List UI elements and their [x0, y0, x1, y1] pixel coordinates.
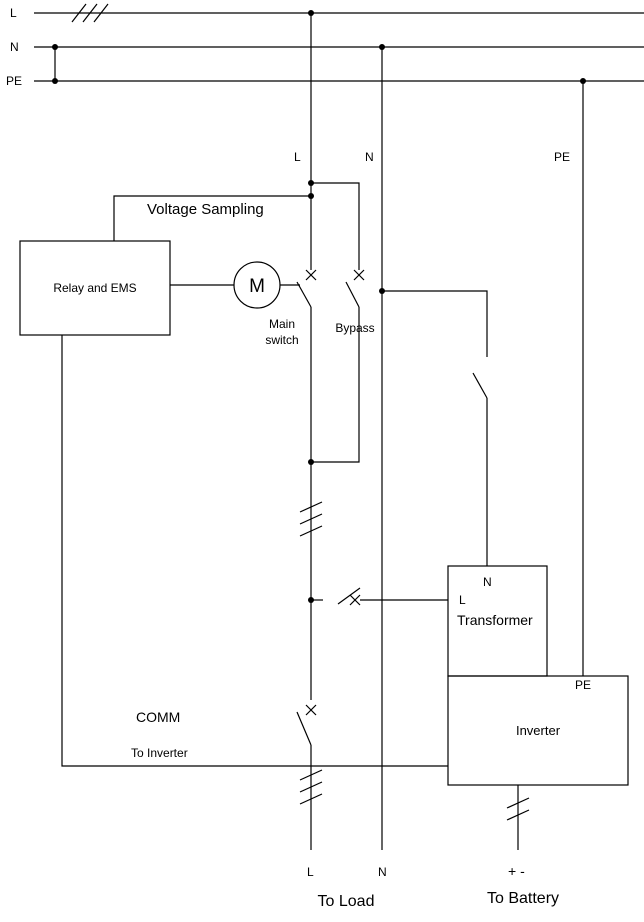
main-switch-symbol	[296, 269, 317, 308]
main-switch-label: switch	[265, 333, 298, 347]
tap-label-l: L	[294, 150, 301, 164]
bypass-circuit	[311, 182, 365, 463]
three-phase-marker	[299, 769, 323, 805]
load-l-label: L	[307, 865, 314, 879]
comm-label: COMM	[136, 709, 180, 725]
bus-label-n: N	[10, 40, 19, 54]
transformer-n-wire	[382, 290, 488, 566]
inverter-box	[447, 675, 629, 786]
tap-label-pe: PE	[554, 150, 570, 164]
inverter-pe-label: PE	[575, 678, 591, 692]
battery-wire-marker	[506, 797, 530, 821]
to-load-label: To Load	[318, 893, 375, 910]
bus-label-l: L	[10, 6, 17, 20]
three-phase-marker	[299, 501, 323, 537]
transformer-n-label: N	[483, 575, 492, 589]
inverter-label: Inverter	[516, 723, 561, 738]
voltage-sampling-label: Voltage Sampling	[147, 201, 264, 218]
junction-dot	[308, 597, 314, 603]
to-inverter-label: To Inverter	[131, 746, 188, 760]
load-switch-symbol	[296, 704, 317, 746]
bus-label-pe: PE	[6, 74, 22, 88]
bypass-label: Bypass	[335, 321, 374, 335]
tap-label-n: N	[365, 150, 374, 164]
motor-label: M	[249, 276, 265, 297]
three-phase-marker	[71, 3, 109, 23]
junction-dot	[308, 193, 314, 199]
battery-polarity-label: + -	[508, 863, 525, 879]
junction-dot	[52, 44, 58, 50]
relay-ems-label: Relay and EMS	[53, 281, 136, 295]
transformer-l-label: L	[459, 593, 466, 607]
comm-wire	[61, 335, 448, 767]
voltage-sampling-wire	[113, 195, 311, 241]
load-n-label: N	[378, 865, 387, 879]
to-battery-label: To Battery	[487, 890, 559, 907]
junction-dot	[308, 459, 314, 465]
junction-dot	[52, 78, 58, 84]
inverter-output-circuit	[310, 586, 448, 614]
relay-ems-box	[19, 240, 171, 336]
junction-dot	[379, 288, 385, 294]
main-switch-label: Main	[269, 317, 295, 331]
junction-dot	[308, 180, 314, 186]
transformer-label: Transformer	[457, 612, 533, 628]
